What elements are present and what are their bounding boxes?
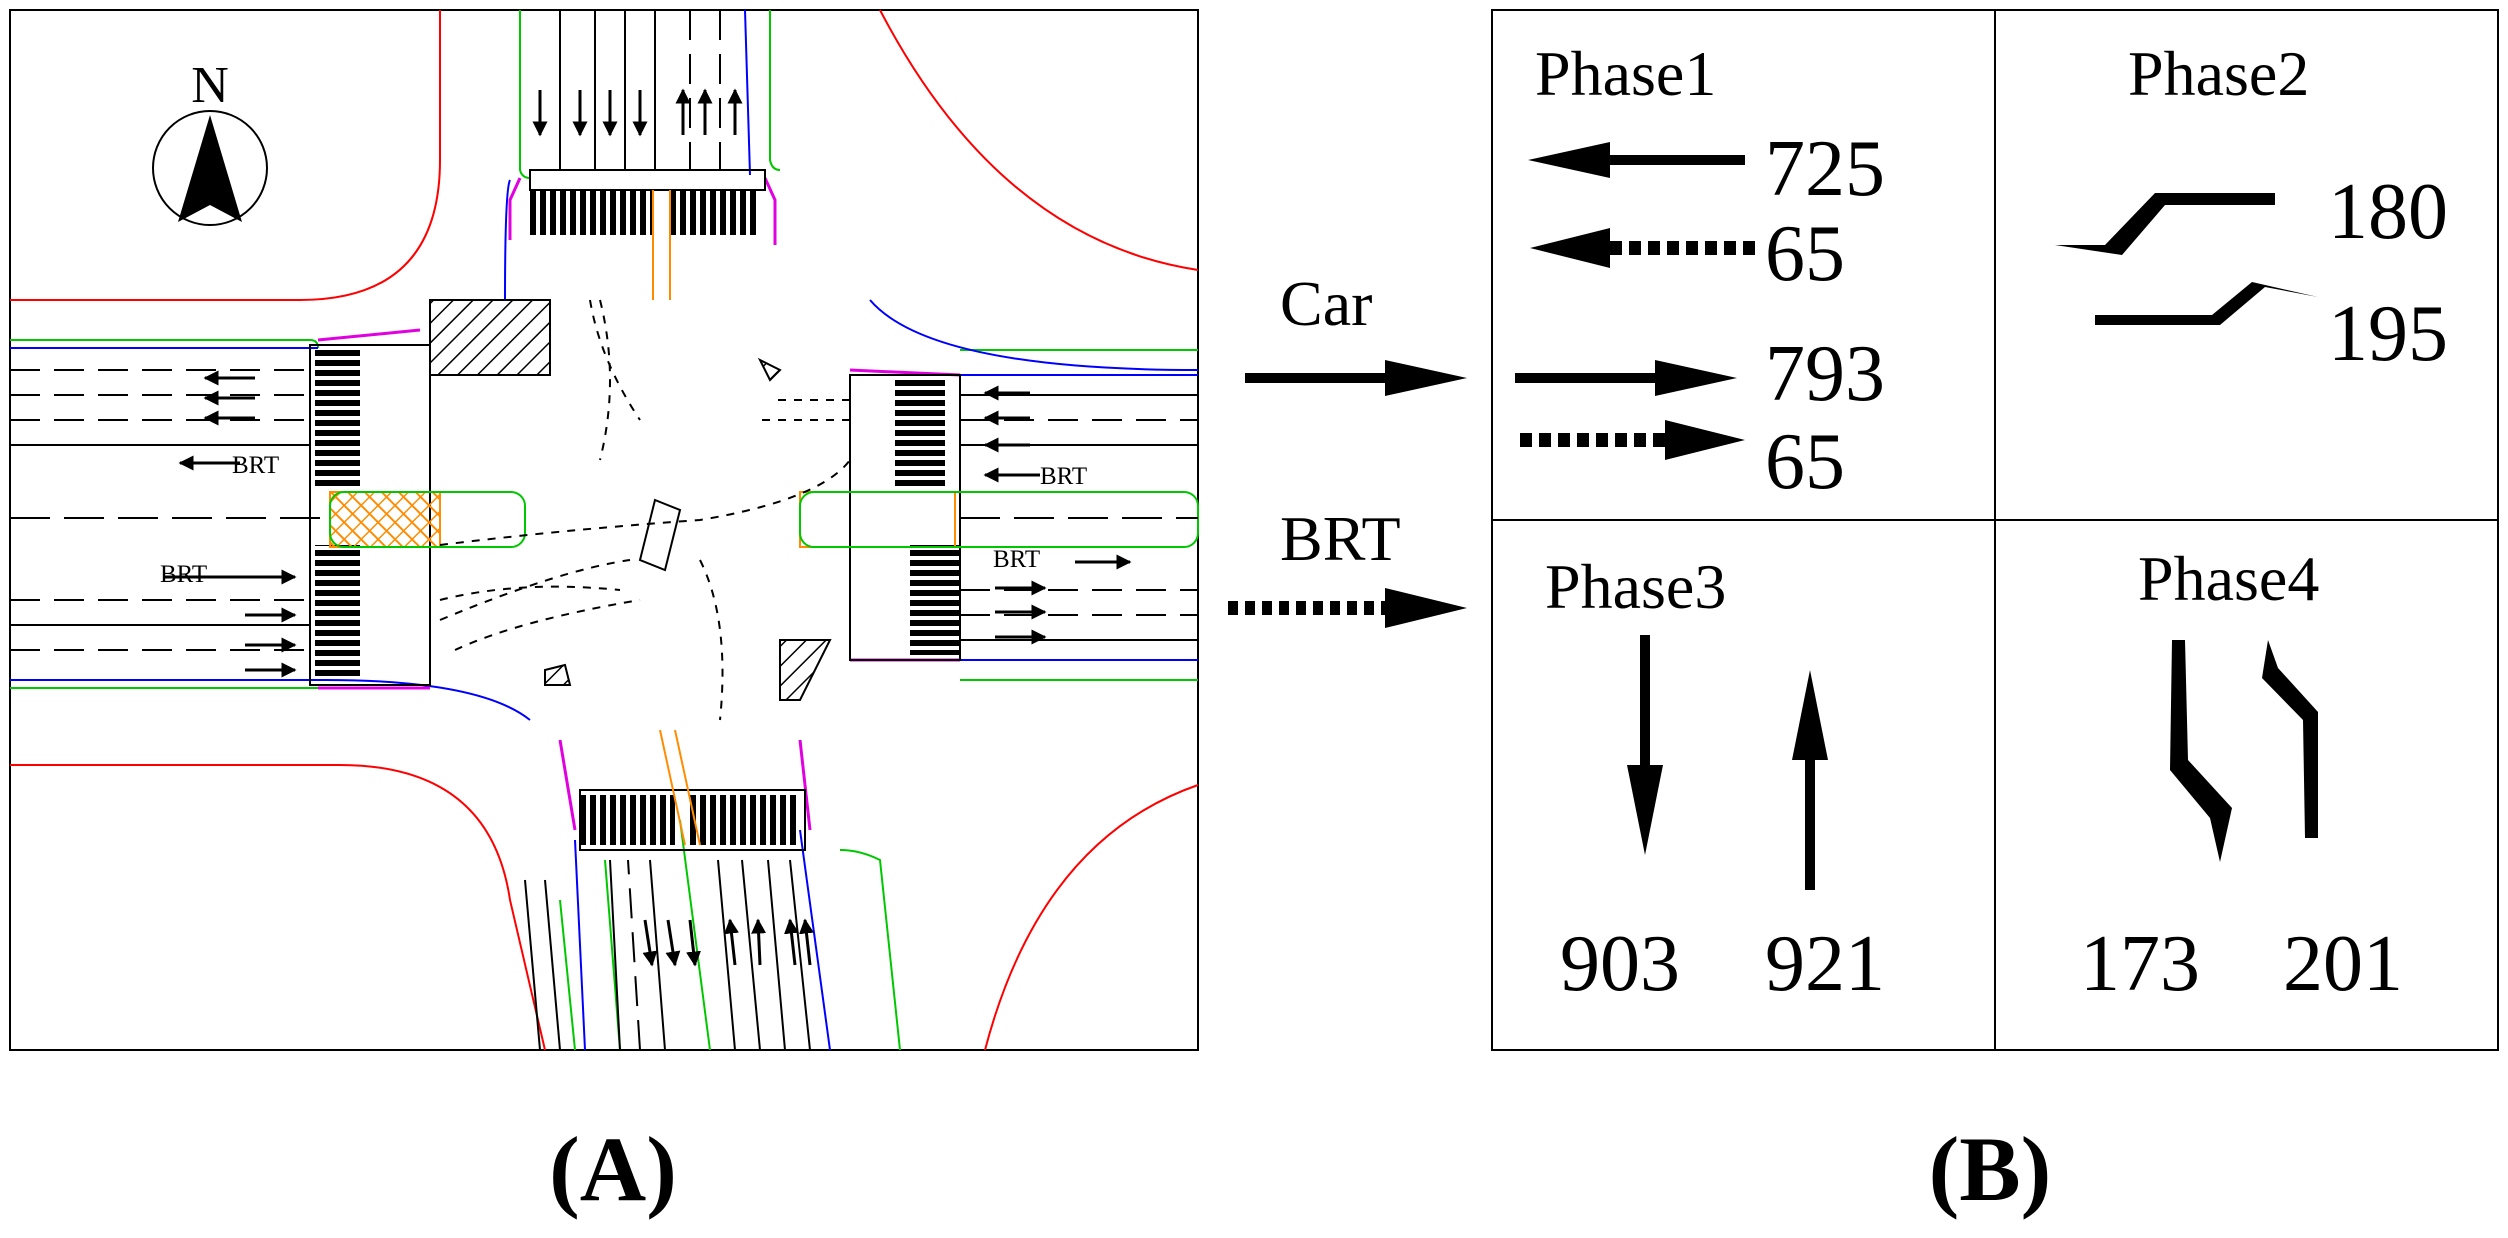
phase-3: Phase3 903 921 [1545,551,1885,1008]
compass-north-label: N [191,57,229,114]
channelization-islands [429,299,832,701]
phase-4-left-turn-northbound-icon [2262,640,2318,838]
brt-label-west-inbound: BRT [232,452,279,479]
phase-1-title: Phase1 [1535,38,1716,109]
phase-4-value-2: 201 [2283,920,2403,1008]
east-approach-lanes [960,394,1198,641]
panel-b-label: (B) [1929,1118,2052,1220]
phase-4-title: Phase4 [2138,543,2319,614]
phase-1-car-eastbound-arrowhead-icon [1655,360,1737,396]
phase-2-left-turn-westbound-icon [2055,193,2275,255]
phase-4-value-1: 173 [2080,920,2200,1008]
road-edges [10,9,1199,1051]
phase-4-left-turn-southbound-icon [2170,640,2232,862]
compass: N [152,57,268,226]
blue-lane-boundaries [10,9,1199,1051]
north-arrow-icon [178,115,242,222]
phase-3-value-1: 903 [1560,920,1680,1008]
phase-1-car-westbound-arrowhead-icon [1528,142,1610,178]
phase-2-left-turn-eastbound-icon [2095,282,2318,325]
phase-1-value-4: 65 [1765,418,1845,506]
phase-1: Phase1 725 65 793 65 [1515,38,1885,506]
brt-label-east-inbound: BRT [1040,463,1087,490]
phase-1-value-1: 725 [1765,125,1885,213]
west-approach-lanes [10,369,310,651]
phase-panel: Phase1 725 65 793 65 Phase2 180 195 Phas… [1491,9,2499,1051]
phase-3-southbound-arrowhead-icon [1627,765,1663,855]
phase-2: Phase2 180 195 [2055,38,2448,378]
phase-1-value-2: 65 [1765,210,1845,298]
legend-brt-arrowhead-icon [1385,588,1467,628]
phase-3-northbound-arrowhead-icon [1792,670,1828,760]
phase-1-value-3: 793 [1765,330,1885,418]
brt-label-west-outbound: BRT [160,561,207,588]
phase-4: Phase4 173 201 [2080,543,2403,1008]
panel-a-label: (A) [549,1118,677,1220]
zebra-crossings [315,190,960,845]
legend-car-label: Car [1280,268,1372,339]
legend-car-arrowhead-icon [1385,360,1467,396]
turning-guides [439,299,851,721]
legend-brt-label: BRT [1280,503,1401,574]
phase-3-value-2: 921 [1765,920,1885,1008]
ns-approach-lanes [524,10,811,1051]
lane-arrows [165,88,1132,967]
legend: Car BRT [1228,268,1467,628]
median-islands [329,491,1199,548]
phase-2-value-1: 180 [2328,168,2448,256]
phase-1-brt-westbound-arrowhead-icon [1530,228,1610,268]
brt-label-east-outbound: BRT [993,546,1040,573]
phase-1-brt-eastbound-arrowhead-icon [1665,420,1745,460]
phase-2-title: Phase2 [2128,38,2309,109]
phase-3-title: Phase3 [1545,551,1726,622]
phase-2-value-2: 195 [2328,290,2448,378]
intersection-panel: BRT BRT BRT BRT N [9,9,1199,1051]
